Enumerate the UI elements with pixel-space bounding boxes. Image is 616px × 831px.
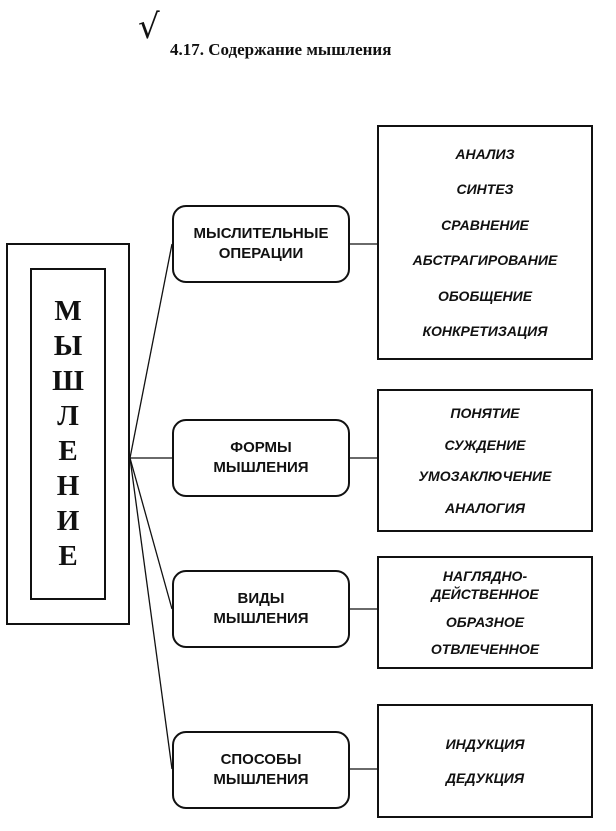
- connector-center-to-operations: [129, 243, 173, 459]
- items-box-forms: ПОНЯТИЕ СУЖДЕНИЕ УМОЗАКЛЮЧЕНИЕ АНАЛОГИЯ: [377, 389, 593, 532]
- checkmark: √: [138, 7, 160, 47]
- items-box-methods: ИНДУКЦИЯ ДЕДУКЦИЯ: [377, 704, 593, 818]
- center-letter: Е: [58, 540, 78, 572]
- category-label: МЫШЛЕНИЯ: [213, 610, 309, 627]
- list-item: СУЖДЕНИЕ: [444, 436, 526, 453]
- list-item: ПОНЯТИЕ: [450, 405, 520, 422]
- center-letter: И: [56, 505, 80, 537]
- category-label: ОПЕРАЦИИ: [218, 245, 304, 262]
- center-letter: Ш: [52, 365, 84, 397]
- list-item: СИНТЕЗ: [456, 181, 514, 198]
- list-item: ДЕДУКЦИЯ: [445, 770, 525, 786]
- page-title: 4.17. Содержание мышления: [170, 40, 392, 59]
- items-box-types: НАГЛЯДНО- ДЕЙСТВЕННОЕ ОБРАЗНОЕ ОТВЛЕЧЕНН…: [377, 556, 593, 669]
- category-label: ВИДЫ: [237, 590, 285, 607]
- category-label: ФОРМЫ: [230, 439, 292, 456]
- category-label: МЫШЛЕНИЯ: [213, 771, 309, 788]
- category-box-operations: МЫСЛИТЕЛЬНЫЕ ОПЕРАЦИИ: [172, 205, 350, 283]
- list-item: УМОЗАКЛЮЧЕНИЕ: [418, 468, 552, 485]
- list-item: НАГЛЯДНО- ДЕЙСТВЕННОЕ: [431, 567, 539, 603]
- center-letter: М: [54, 295, 82, 327]
- list-item: АНАЛИЗ: [455, 145, 515, 162]
- category-label: СПОСОБЫ: [220, 751, 302, 768]
- list-item-line: НАГЛЯДНО-: [442, 568, 528, 585]
- connector-center-to-methods: [129, 457, 173, 770]
- center-outer-frame: [6, 243, 130, 625]
- items-box-operations: АНАЛИЗ СИНТЕЗ СРАВНЕНИЕ АБСТРАГИРОВАНИЕ …: [377, 125, 593, 360]
- list-item: ОБОБЩЕНИЕ: [437, 287, 533, 304]
- category-label: МЫСЛИТЕЛЬНЫЕ: [193, 225, 329, 242]
- list-item: ОБРАЗНОЕ: [445, 613, 525, 630]
- category-box-forms: ФОРМЫ МЫШЛЕНИЯ: [172, 419, 350, 497]
- category-box-types: ВИДЫ МЫШЛЕНИЯ: [172, 570, 350, 648]
- connector-center-to-types: [129, 457, 173, 610]
- category-box-methods: СПОСОБЫ МЫШЛЕНИЯ: [172, 731, 350, 809]
- list-item: КОНКРЕТИЗАЦИЯ: [422, 323, 548, 340]
- center-letter: Л: [57, 400, 79, 432]
- center-term-box: М Ы Ш Л Е Н И Е: [30, 268, 106, 600]
- center-letter: Н: [56, 470, 80, 502]
- list-item: АБСТРАГИРОВАНИЕ: [412, 252, 558, 269]
- category-label: МЫШЛЕНИЯ: [213, 459, 309, 476]
- list-item: ОТВЛЕЧЕННОЕ: [430, 640, 540, 657]
- list-item: АНАЛОГИЯ: [445, 499, 525, 516]
- list-item: СРАВНЕНИЕ: [441, 216, 529, 233]
- list-item: ИНДУКЦИЯ: [445, 736, 525, 752]
- center-letter: Е: [58, 435, 78, 467]
- list-item-line: ДЕЙСТВЕННОЕ: [431, 586, 539, 603]
- center-letter: Ы: [53, 330, 83, 362]
